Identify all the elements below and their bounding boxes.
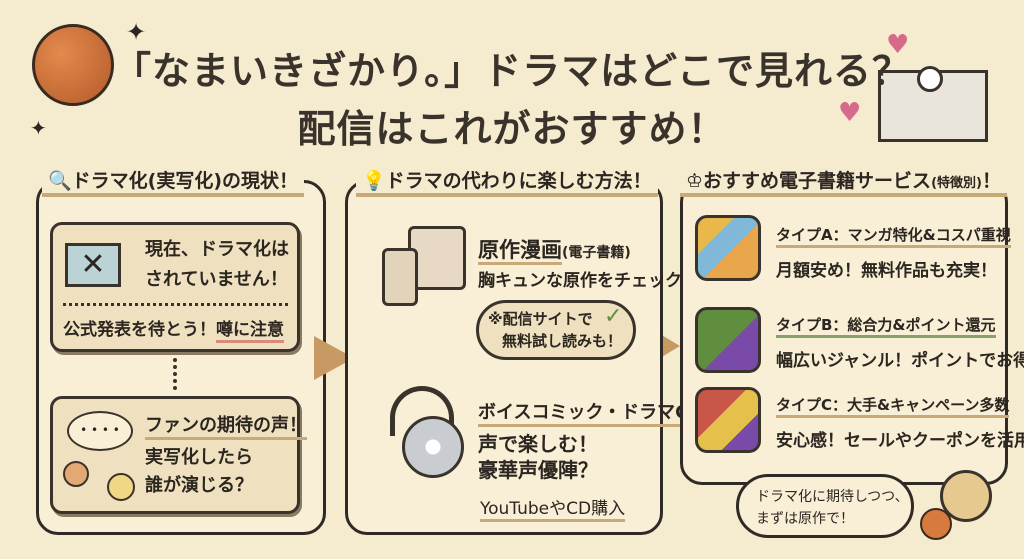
page-title-line2: 配信はこれがおすすめ！ (297, 107, 727, 151)
type-c-desc: 安心感！セールやクーポンを活用 (776, 431, 1024, 451)
speech-cloud-icon: • • • • (67, 411, 133, 451)
lightbulb-icon: 💡 (362, 170, 386, 192)
magnifier-icon: 🔍 (48, 170, 72, 192)
manga-desc: 胸キュンな原作をチェック！ (478, 271, 699, 291)
type-a-desc: 月額安め！無料作品も充実！ (776, 261, 997, 281)
smiley-icon (107, 473, 135, 501)
type-c-title: タイプC：大手&キャンペーン多数 (776, 394, 1010, 418)
fan-voice-card: • • • • ファンの期待の声！ 実写化したら 誰が演じる？ (50, 396, 307, 514)
type-b-title: タイプB：総合力&ポイント還元 (776, 314, 996, 338)
status-line2: されていません！ (145, 269, 288, 290)
shopping-cart-icon (695, 307, 761, 373)
clock-icon (917, 66, 943, 92)
speech-bubble (736, 474, 914, 538)
speech-line2: まずは原作で！ (756, 511, 854, 527)
dotted-connector (173, 358, 177, 390)
dotted-divider (63, 303, 288, 306)
basketball-icon (920, 508, 952, 540)
current-status-heading: 🔍ドラマ化(実写化)の現状！ (42, 166, 305, 197)
status-note: 公式発表を待とう！噂に注意 (63, 315, 284, 343)
tablet-phone-icon (382, 226, 466, 306)
note-text: 公式発表を待とう！ (63, 320, 216, 340)
book-coin-icon (695, 215, 761, 281)
voice-note: YouTubeやCD購入 (480, 494, 626, 522)
voice-comic-title: ボイスコミック・ドラマCD (478, 398, 704, 427)
speech-line1: ドラマ化に期待しつつ、 (756, 489, 909, 505)
fan-voice-title: ファンの期待の声！ (145, 411, 307, 440)
basketball-icon (32, 24, 114, 106)
heading-text: おすすめ電子書籍サービス (703, 170, 932, 192)
alternatives-heading: 💡ドラマの代わりに楽しむ方法！ (356, 166, 658, 197)
page-title-line1: 「なまいきざかり。」ドラマはどこで見れる？ (112, 49, 912, 93)
voice-line1: 声で楽しむ！ (478, 432, 598, 456)
warning-text: 噂に注意 (216, 320, 284, 343)
type-b-desc: 幅広いジャンル！ポイントでお得 (776, 351, 1024, 371)
status-card: ✕ 現在、ドラマ化は されていません！ 公式発表を待とう！噂に注意 (50, 222, 300, 352)
type-a-title: タイプA：マンガ特化&コスパ重視 (776, 224, 1011, 248)
heading-text: ドラマの代わりに楽しむ方法！ (385, 170, 652, 192)
heart-icon: ♥ (886, 30, 910, 60)
bubble-line2: 無料試し読みも！ (502, 332, 623, 350)
tv-x-icon: ✕ (65, 243, 121, 287)
heart-icon: ♥ (838, 98, 862, 128)
manga-title: 原作漫画(電子書籍) (478, 234, 631, 265)
award-ribbon-icon (695, 387, 761, 453)
heading-text: ドラマ化(実写化)の現状！ (71, 170, 299, 192)
sparkle-icon: ✦ (126, 18, 147, 46)
bubble-line1: ※配信サイトで (488, 310, 593, 328)
thought-bubble (476, 300, 636, 360)
fan-voice-line1: 実写化したら (145, 447, 253, 468)
heading-end: ！ (981, 170, 1001, 192)
fan-voice-line2: 誰が演じる？ (145, 475, 253, 496)
headphones-cd-icon (384, 386, 464, 478)
smiley-icon (63, 461, 89, 487)
crown-icon: ♔ (686, 170, 704, 192)
manga-title-text: 原作漫画 (478, 238, 562, 265)
sparkle-icon: ✦ (30, 116, 47, 140)
manga-title-sub: (電子書籍) (562, 245, 631, 261)
heading-sub: (特徴別) (931, 176, 982, 191)
status-line1: 現在、ドラマ化は (145, 239, 289, 260)
services-heading: ♔おすすめ電子書籍サービス(特徴別)！ (680, 166, 1007, 197)
voice-line2: 豪華声優陣？ (478, 458, 598, 482)
checkmark-icon: ✓ (604, 304, 623, 329)
